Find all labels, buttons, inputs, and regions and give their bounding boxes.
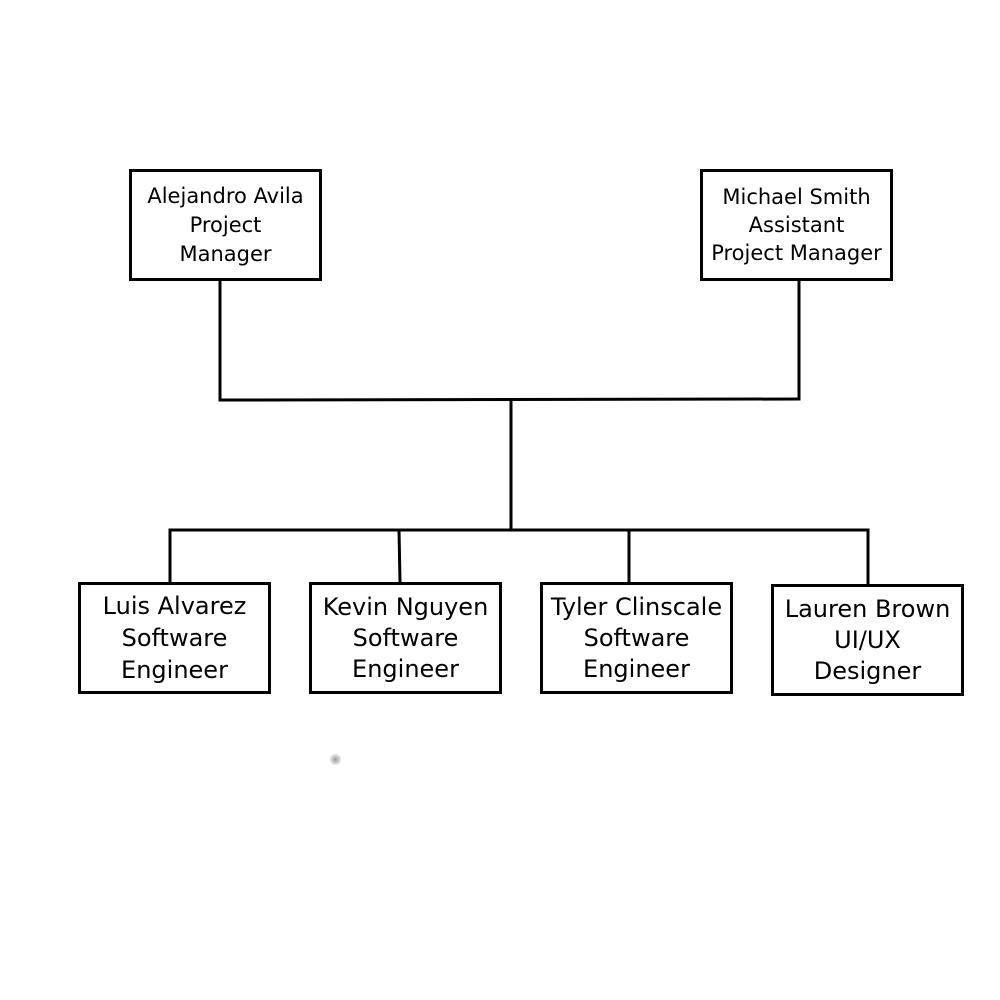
org-node-alejandro-avila: Alejandro Avila Project Manager [129,169,322,281]
node-role-line-1: Software [352,623,459,652]
node-role-line-1: Project [189,212,262,237]
node-role-line-1: UI/UX [834,625,901,654]
node-role-line-1: Software [583,623,690,652]
node-role-line-2: Project Manager [711,241,882,265]
node-role-line-1: Software [121,624,228,652]
node-role-line-2: Engineer [352,654,459,683]
org-node-michael-smith: Michael Smith Assistant Project Manager [700,169,893,281]
node-role-line-1: Assistant [748,213,845,237]
node-name: Luis Alvarez [102,592,247,620]
org-node-kevin-nguyen: Kevin Nguyen Software Engineer [309,582,502,694]
node-role-line-2: Engineer [121,656,228,684]
node-role-line-2: Designer [813,656,922,685]
node-name: Tyler Clinscale [550,592,723,621]
org-node-lauren-brown: Lauren Brown UI/UX Designer [771,584,964,696]
org-node-tyler-clinscale: Tyler Clinscale Software Engineer [540,582,733,694]
connector-nguyen-up [397,528,402,584]
node-name: Kevin Nguyen [322,592,489,621]
org-node-luis-alvarez: Luis Alvarez Software Engineer [78,582,271,694]
node-role-line-2: Manager [179,241,272,266]
node-role-line-2: Engineer [583,654,690,683]
node-name: Lauren Brown [784,594,951,623]
smudge-mark [330,754,341,765]
node-name: Michael Smith [722,185,871,209]
node-name: Alejandro Avila [147,183,304,208]
